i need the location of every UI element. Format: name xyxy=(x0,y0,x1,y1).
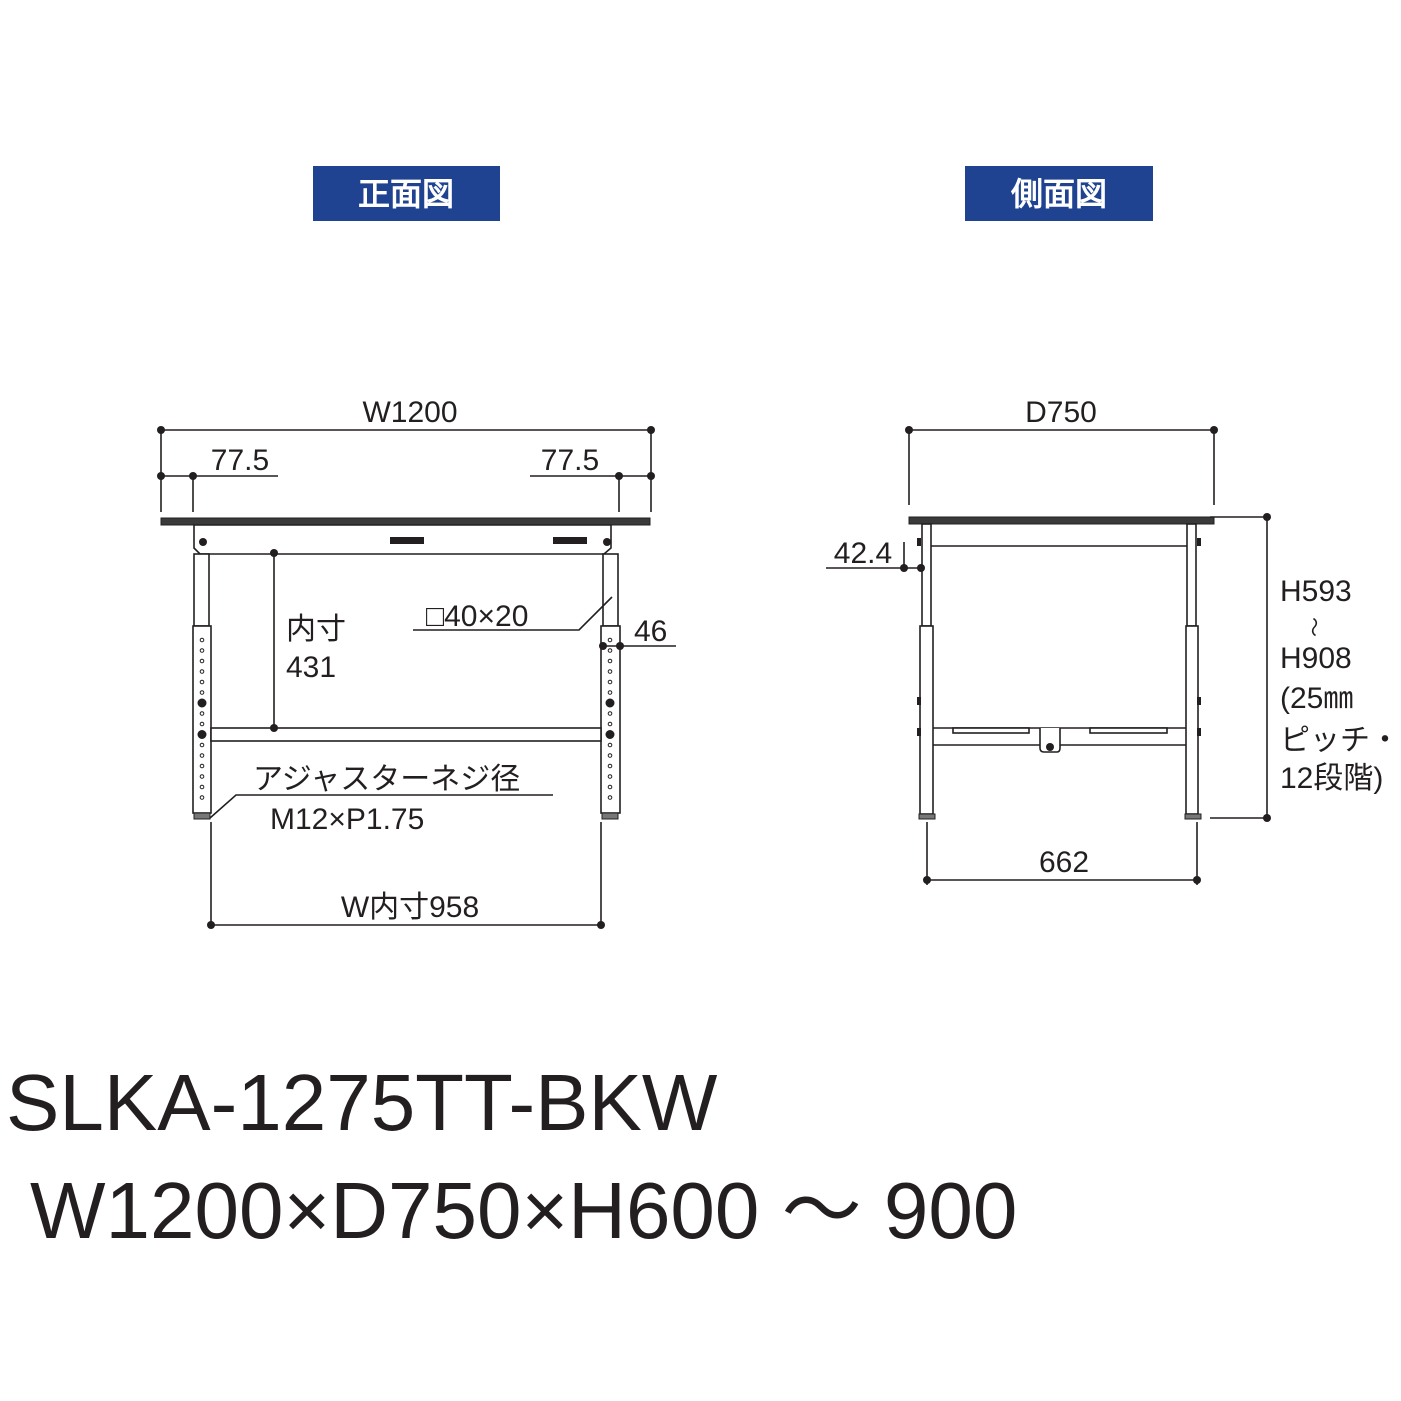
svg-text:77.5: 77.5 xyxy=(541,444,599,477)
adjust-hole xyxy=(197,730,207,739)
svg-text:～: ～ xyxy=(1302,617,1324,637)
adjust-hole xyxy=(199,637,205,643)
svg-text:W内寸958: W内寸958 xyxy=(341,891,479,924)
svg-text:H593: H593 xyxy=(1280,575,1352,608)
svg-text:431: 431 xyxy=(286,651,336,684)
tabletop xyxy=(160,517,651,526)
width-dimension: W1200 xyxy=(157,396,655,512)
tabletop-side xyxy=(908,516,1215,525)
adjust-hole xyxy=(199,690,205,695)
svg-text:正面図: 正面図 xyxy=(358,175,454,213)
leg-upper-left xyxy=(193,553,210,627)
adjust-hole xyxy=(607,669,613,674)
product-size: W1200×D750×H600 ～ 900 xyxy=(30,1166,1017,1255)
svg-text:77.5: 77.5 xyxy=(211,444,269,477)
adjust-hole xyxy=(605,698,615,708)
adjust-hole xyxy=(607,637,613,643)
label-plate xyxy=(553,537,587,544)
adjust-hole xyxy=(607,774,613,779)
adjust-hole xyxy=(199,721,205,727)
adjust-hole xyxy=(199,742,205,748)
side-leg-left xyxy=(919,625,934,815)
side-view: D750 42.4 H593 ～ H908 (25㎜ ピッ xyxy=(826,396,1400,885)
svg-text:内寸: 内寸 xyxy=(286,613,346,646)
svg-text:アジャスターネジ径: アジャスターネジ径 xyxy=(253,763,520,796)
adjust-hole xyxy=(199,763,205,769)
adjust-hole xyxy=(607,742,613,748)
adjuster-foot-right xyxy=(601,812,619,820)
svg-text:M12×P1.75: M12×P1.75 xyxy=(270,803,424,836)
adjust-hole xyxy=(199,711,205,716)
adjust-hole xyxy=(605,730,615,739)
svg-text:46: 46 xyxy=(634,615,667,648)
adjust-hole xyxy=(199,648,205,653)
svg-text:W1200: W1200 xyxy=(362,396,457,429)
adjust-hole xyxy=(607,679,613,685)
adjust-hole xyxy=(607,763,613,769)
svg-text:H908: H908 xyxy=(1280,642,1352,675)
adjust-hole xyxy=(607,784,613,790)
svg-text:D750: D750 xyxy=(1025,396,1097,429)
adjust-hole xyxy=(199,795,205,800)
adjust-hole xyxy=(607,795,613,800)
front-view-header: 正面図 xyxy=(313,166,500,221)
svg-text:42.4: 42.4 xyxy=(834,537,892,570)
svg-text:(25㎜: (25㎜ xyxy=(1280,682,1353,715)
label-plate xyxy=(390,537,424,544)
adjuster-foot-left xyxy=(193,812,211,820)
adjust-hole xyxy=(199,784,205,790)
adjust-hole xyxy=(607,721,613,727)
side-leg-right xyxy=(1185,625,1199,815)
svg-text:ピッチ・: ピッチ・ xyxy=(1280,724,1400,757)
adjust-hole xyxy=(607,690,613,695)
adjust-hole xyxy=(199,669,205,674)
model-number: SLKA-1275TT-BKW xyxy=(6,1058,718,1147)
adjust-hole xyxy=(607,753,613,758)
adjust-hole xyxy=(607,648,613,653)
svg-text:□40×20: □40×20 xyxy=(426,600,528,633)
front-view: W1200 77.5 77.5 内寸 431 xyxy=(157,396,676,929)
adjust-hole xyxy=(199,679,205,685)
adjust-hole xyxy=(199,753,205,758)
adjust-hole xyxy=(197,698,207,708)
side-view-header: 側面図 xyxy=(965,166,1153,221)
svg-text:12段階): 12段階) xyxy=(1280,762,1383,795)
offset-right-dimension: 77.5 xyxy=(530,444,655,512)
adjust-hole xyxy=(607,658,613,664)
svg-text:662: 662 xyxy=(1039,846,1089,879)
svg-text:側面図: 側面図 xyxy=(1010,175,1107,213)
adjust-holes xyxy=(197,637,615,800)
adjust-hole xyxy=(607,711,613,716)
offset-left-dimension: 77.5 xyxy=(157,444,278,512)
leg-upper-right xyxy=(602,553,619,627)
adjust-hole xyxy=(199,658,205,664)
bottom-rail xyxy=(210,727,602,742)
adjust-hole xyxy=(199,774,205,779)
